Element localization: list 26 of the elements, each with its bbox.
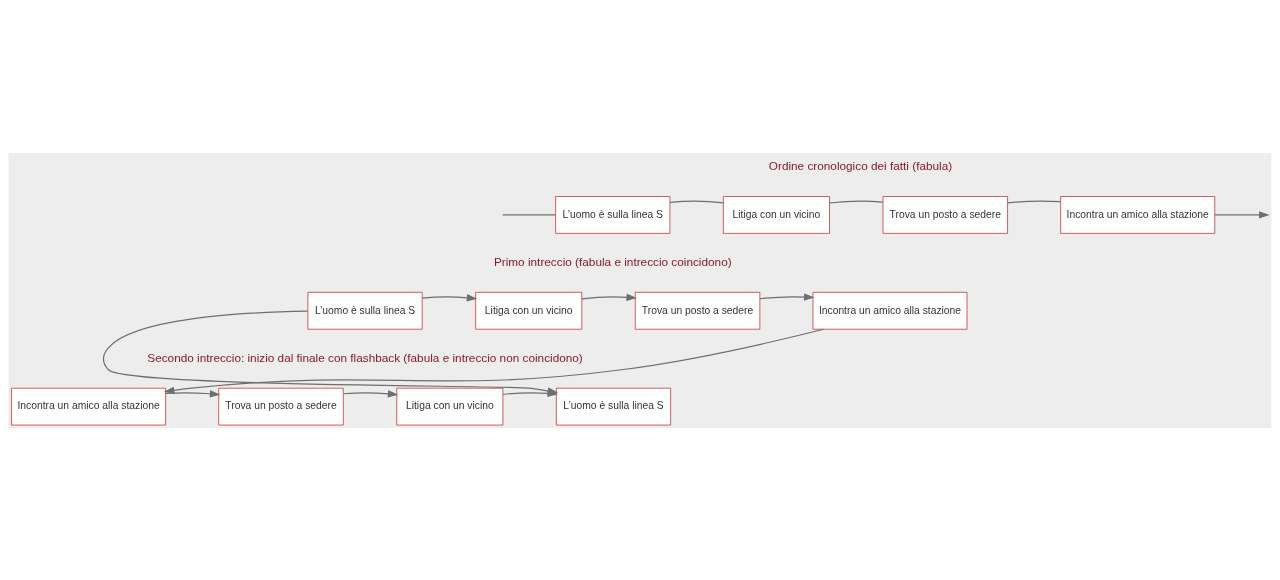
- node-box: Incontra un amico alla stazione: [11, 387, 166, 425]
- arrow: [759, 292, 815, 301]
- arrow: [165, 389, 221, 397]
- node-box: L’uomo è sulla linea S: [307, 291, 423, 330]
- connector: [1007, 200, 1062, 203]
- node-box: Incontra un amico alla stazione: [812, 291, 968, 330]
- connector: [502, 213, 557, 215]
- arrow: [421, 293, 478, 301]
- arrow: [1214, 210, 1270, 219]
- node-box: Trova un posto a sedere: [882, 195, 1008, 234]
- connector: [828, 200, 884, 204]
- label: Ordine cronologico dei fatti (fabula): [768, 158, 953, 172]
- node-box: Trova un posto a sedere: [634, 291, 761, 330]
- arrow: [502, 389, 558, 397]
- arrow: [342, 389, 399, 397]
- label: Primo intreccio (fabula e intreccio coincidono): [493, 254, 732, 268]
- node-box: Trova un posto a sedere: [218, 387, 344, 425]
- node-box: Litiga con un vicino: [396, 387, 504, 425]
- node-box: Litiga con un vicino: [723, 195, 830, 234]
- connector: [669, 200, 724, 203]
- node-box: L’uomo è sulla linea S: [555, 195, 671, 234]
- label: Secondo intreccio: inizio dal finale con flashback (fabula e intreccio non coincidono): [147, 350, 583, 363]
- node-box: L’uomo è sulla linea S: [556, 387, 671, 425]
- node-box: Incontra un amico alla stazione: [1060, 195, 1216, 234]
- node-box: Litiga con un vicino: [475, 291, 583, 330]
- arrow: [581, 293, 637, 301]
